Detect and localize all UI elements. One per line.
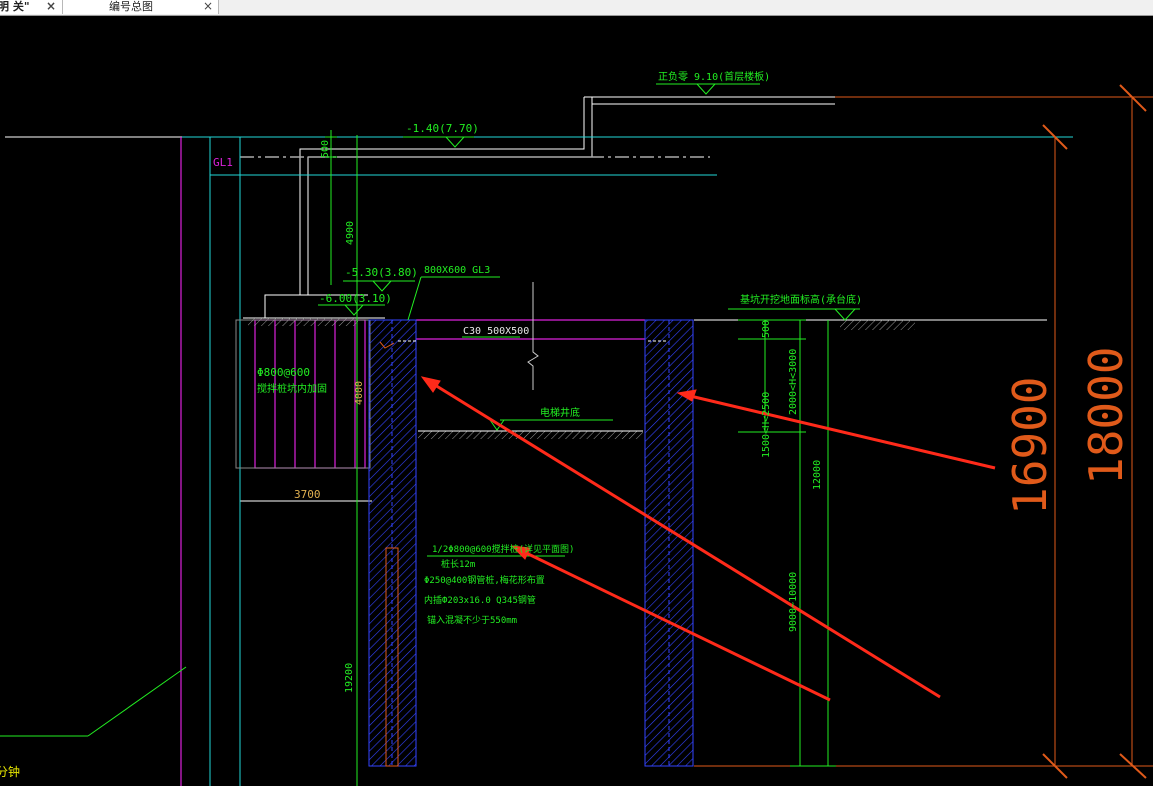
ground-hatch xyxy=(248,318,915,439)
tab-drawing-1[interactable]: 明 关" × xyxy=(0,0,63,14)
orange-dimension-lines xyxy=(379,84,1153,779)
pile-note-3: Φ250@400钢管桩,梅花形布置 xyxy=(424,574,545,586)
retaining-wall-left xyxy=(368,319,417,767)
mixing-pile-spec: Φ800@600 xyxy=(257,366,310,379)
dimension-4900: 4900 xyxy=(345,221,356,245)
cad-drawing-canvas[interactable]: GL1 正负零 9.10(首层楼板) -1.40(7.70) 500 4900 … xyxy=(0,15,1153,786)
dimension-500-top: 500 xyxy=(320,140,331,158)
tab-label: 明 关" xyxy=(0,0,30,13)
dimension-4000: 4000 xyxy=(354,381,365,405)
beam-gl3-label: 800X600 GL3 xyxy=(424,265,490,276)
mixing-pile-reinforce-note: 搅拌桩坑内加固 xyxy=(257,382,327,395)
pile-note-4: 内插Ф203x16.0 Q345钢管 xyxy=(424,594,536,606)
dimension-2000-3000: 2000<H<3000 xyxy=(788,349,799,415)
dimension-9000-10000: 9000~10000 xyxy=(788,572,799,632)
dimension-18000: 18000 xyxy=(1079,347,1133,485)
magenta-lines xyxy=(180,137,645,786)
pile-note-2: 桩长12m xyxy=(441,558,475,570)
dimension-500-right: 500 xyxy=(761,320,772,338)
tab-numbering-overview[interactable]: 编号总图 × xyxy=(63,0,219,14)
elevation-label-2: -5.30(3.80) xyxy=(345,266,418,279)
cyan-gridlines xyxy=(182,136,1073,786)
pile-note-1: 1/2Φ800@600搅拌桩(详见平面图) xyxy=(432,543,574,555)
dimension-19200: 19200 xyxy=(344,663,355,693)
dimension-16900: 16900 xyxy=(1003,377,1057,515)
close-icon[interactable]: × xyxy=(46,0,57,13)
retaining-wall-right xyxy=(644,319,694,767)
document-tab-bar: 明 关" × 编号总图 × xyxy=(0,0,1153,16)
break-line xyxy=(527,282,539,390)
elevation-label-3: -6.00(3.10) xyxy=(319,292,392,305)
excavation-level-label: 基坑开挖地面标高(承台底) xyxy=(740,293,862,306)
pile-note-5: 锚入混凝不少于550mm xyxy=(427,614,517,626)
red-annotation-arrows xyxy=(420,376,996,702)
elevation-label-1: -1.40(7.70) xyxy=(406,122,479,135)
beam-c30-label: C30 500X500 xyxy=(463,326,529,337)
left-edge-text: 分钟 xyxy=(0,764,20,779)
tab-label: 编号总图 xyxy=(109,0,153,13)
dimension-3700: 3700 xyxy=(294,488,321,501)
dimension-12000: 12000 xyxy=(812,460,823,490)
gridline-label-gl1: GL1 xyxy=(213,156,233,169)
elevation-ground-floor: 正负零 9.10(首层楼板) xyxy=(658,70,770,83)
close-icon[interactable]: × xyxy=(203,0,214,13)
dimension-1500-2500: 1500<H<2500 xyxy=(761,392,772,458)
green-dimension-lines xyxy=(0,83,860,786)
elevator-pit-label: 电梯井底 xyxy=(540,406,580,419)
